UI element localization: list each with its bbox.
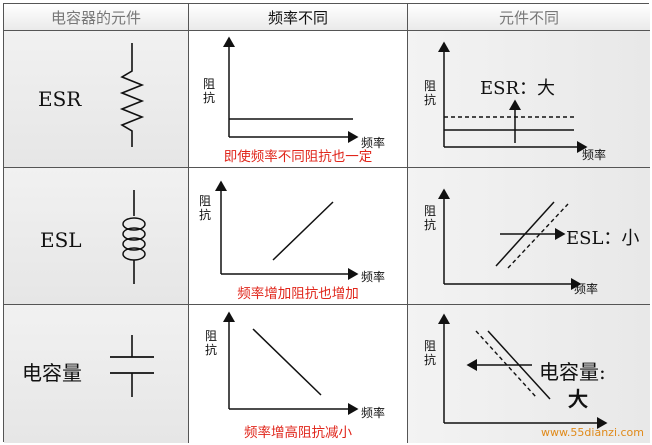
- row-esl-caption: 频率增加阻抗也增加: [237, 286, 359, 302]
- capacitance-component-graph: [438, 313, 608, 429]
- row-esr-component: ESR: [4, 31, 189, 168]
- row-capacitance-caption: 频率增高阻抗减小: [244, 425, 352, 441]
- header-frequency-label: 频率不同: [267, 8, 328, 27]
- y-axis-label: 阻抗: [199, 194, 212, 222]
- x-axis-label: 频率: [361, 406, 386, 420]
- comparison-table: 电容器的元件 频率不同 元件不同 ESR 阻抗 频率 即使频率不同阻抗也一定: [3, 3, 650, 443]
- esr-component-graph: [438, 41, 588, 153]
- row-esl-component: ESL: [4, 168, 189, 305]
- watermark: www.55dianzi.com: [540, 426, 644, 439]
- esl-frequency-graph: [215, 180, 359, 280]
- row-esr-frequency: 阻抗 频率 即使频率不同阻抗也一定: [189, 31, 408, 168]
- x-axis-label: 频率: [582, 148, 607, 162]
- row-esl-frequency: 阻抗 频率 频率增加阻抗也增加: [189, 168, 408, 305]
- y-axis-label: 阻抗: [424, 339, 437, 367]
- header-components-diff: 元件不同: [408, 4, 650, 31]
- esr-annotation: ESR：大: [480, 78, 556, 99]
- y-axis-label: 阻抗: [424, 204, 437, 232]
- y-axis-label: 阻抗: [203, 77, 216, 105]
- esr-frequency-graph: [223, 36, 359, 143]
- capacitance-annotation-line1: 电容量:: [539, 360, 606, 384]
- header-components-diff-label: 元件不同: [498, 8, 559, 27]
- x-axis-label: 频率: [574, 282, 599, 296]
- capacitor-icon: [110, 335, 154, 397]
- row-capacitance-component: 电容量: [4, 305, 189, 443]
- row-esr-component-diff: 阻抗 频率 ESR：大: [408, 31, 650, 168]
- capacitance-annotation-line2: 大: [568, 387, 588, 411]
- row-esr-caption: 即使频率不同阻抗也一定: [223, 149, 373, 165]
- y-axis-label: 阻抗: [205, 329, 218, 357]
- header-components-label: 电容器的元件: [50, 8, 141, 27]
- row-esl-label: ESL: [40, 228, 82, 252]
- esl-annotation: ESL：小: [566, 228, 640, 249]
- inductor-icon: [122, 190, 146, 284]
- row-capacitance-component-diff: 阻抗 电容量: 大 www.55dianzi.com: [408, 305, 650, 443]
- header-components: 电容器的元件: [4, 4, 189, 31]
- y-axis-label: 阻抗: [424, 79, 437, 107]
- esl-component-graph: [438, 188, 582, 290]
- header-frequency: 频率不同: [189, 4, 408, 31]
- row-capacitance-label: 电容量: [22, 361, 82, 385]
- row-esr-label: ESR: [38, 87, 82, 111]
- row-esl-component-diff: 阻抗 频率 ESL：小: [408, 168, 650, 305]
- capacitance-frequency-graph: [223, 311, 359, 415]
- x-axis-label: 频率: [361, 270, 386, 284]
- resistor-icon: [119, 43, 145, 147]
- row-capacitance-frequency: 阻抗 频率 频率增高阻抗减小: [189, 305, 408, 443]
- x-axis-label: 频率: [361, 136, 386, 150]
